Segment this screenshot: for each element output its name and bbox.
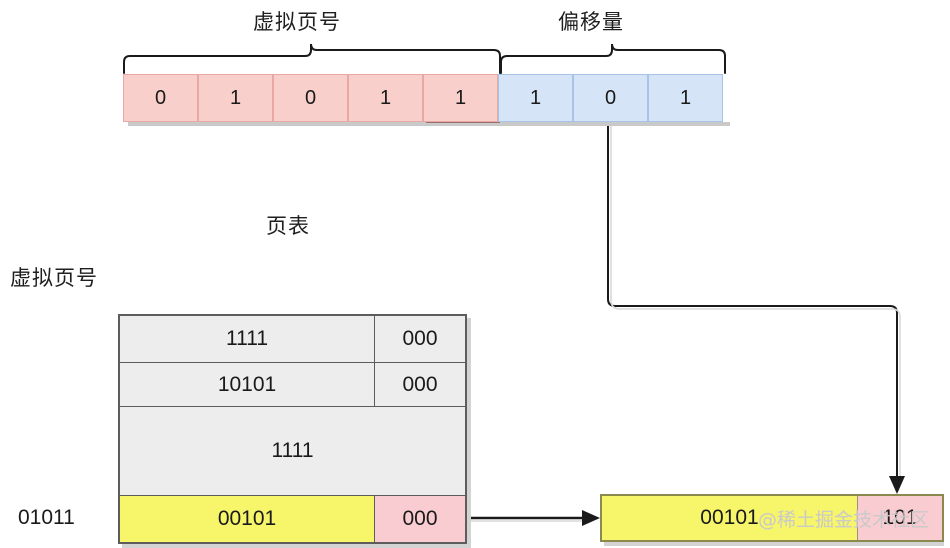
page-table-frame-0: 1111	[120, 316, 375, 362]
table-row[interactable]: 10101 000	[120, 363, 465, 407]
bit-strip-shadow-vpn	[128, 122, 503, 126]
vpn-bit-1[interactable]: 1	[198, 74, 273, 122]
physical-frame-value: 00101	[602, 496, 857, 540]
table-row[interactable]: 1111 000	[120, 316, 465, 363]
vpn-brace-label: 虚拟页号	[253, 10, 341, 34]
page-table-frame-3: 00101	[120, 496, 375, 542]
page-table-offset-0: 000	[374, 316, 465, 362]
physical-offset-value: 101	[857, 496, 942, 540]
table-row[interactable]: 1111	[120, 407, 465, 496]
page-table-offset-1: 000	[374, 363, 465, 406]
vpn-bit-0[interactable]: 0	[123, 74, 198, 122]
physical-address-box: 00101 101	[600, 494, 944, 542]
offset-bit-1[interactable]: 0	[573, 74, 648, 122]
virtual-address-bit-strip: 0 1 0 1 1 1 0 1	[123, 74, 723, 122]
vpn-bit-3[interactable]: 1	[348, 74, 423, 122]
watermark-text: @稀土掘金技术社区	[758, 509, 930, 531]
page-table-offset-3: 000	[374, 496, 465, 542]
vpn-axis-label: 虚拟页号	[10, 266, 98, 290]
physical-address-shadow	[604, 542, 944, 546]
table-row-selected[interactable]: 00101 000	[120, 496, 465, 544]
page-table: 1111 000 10101 000 1111 00101 000	[118, 314, 467, 544]
vpn-bit-2[interactable]: 0	[273, 74, 348, 122]
page-table-title: 页表	[266, 214, 310, 238]
page-table-shadow-bottom	[122, 544, 471, 548]
vpn-bit-4[interactable]: 1	[423, 74, 498, 122]
offset-brace-label: 偏移量	[558, 10, 624, 34]
bit-strip-shadow-offset	[503, 122, 730, 126]
offset-bit-0[interactable]: 1	[498, 74, 573, 122]
page-table-frame-2: 1111	[120, 407, 465, 495]
page-table-shadow-right	[467, 318, 471, 546]
offset-bit-2[interactable]: 1	[648, 74, 723, 122]
page-table-frame-1: 10101	[120, 363, 375, 406]
vpn-index-value: 01011	[18, 506, 75, 529]
